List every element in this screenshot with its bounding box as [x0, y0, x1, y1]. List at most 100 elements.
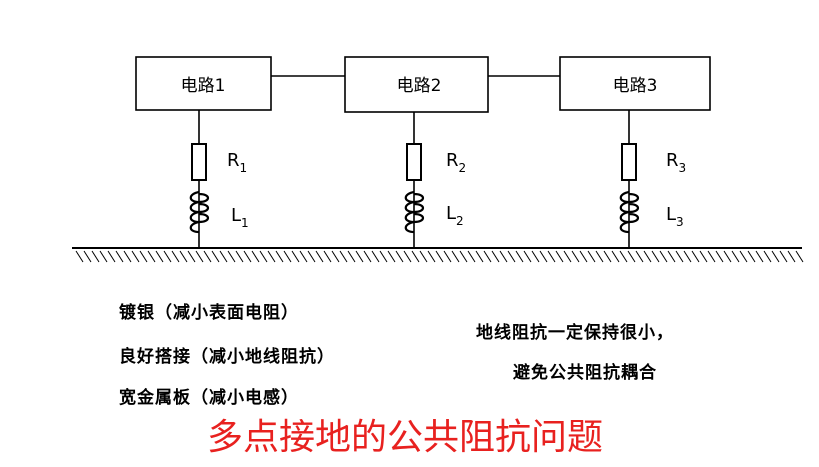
- ground-hatch-mark: [459, 250, 468, 263]
- ground-hatch-mark: [259, 250, 268, 263]
- ground-hatch-mark: [131, 250, 140, 263]
- ground-hatch-mark: [619, 250, 628, 263]
- ground-hatch-mark: [579, 250, 588, 263]
- note-silver-plating: 镀银（减小表面电阻）: [119, 303, 299, 323]
- ground-hatch-mark: [755, 250, 764, 263]
- circuit-box-1: [135, 56, 272, 111]
- circuit-label-3: 电路3: [613, 76, 658, 96]
- ground-hatch-mark: [491, 250, 500, 263]
- ground-hatch-mark: [139, 250, 148, 263]
- ground-hatch-mark: [507, 250, 516, 263]
- ground-hatch-mark: [771, 250, 780, 263]
- ground-hatch-mark: [651, 250, 660, 263]
- ground-hatch-mark: [539, 250, 548, 263]
- ground-hatch-mark: [363, 250, 372, 263]
- inductor-label-1: L1: [231, 205, 249, 230]
- ground-hatch-mark: [715, 250, 724, 263]
- ground-hatch-mark: [675, 250, 684, 263]
- ground-hatch-mark: [731, 250, 740, 263]
- ground-hatch-mark: [571, 250, 580, 263]
- ground-hatch-mark: [443, 250, 452, 263]
- ground-hatch-mark: [563, 250, 572, 263]
- ground-hatch-mark: [627, 250, 636, 263]
- ground-hatch-mark: [171, 250, 180, 263]
- ground-hatch-mark: [435, 250, 444, 263]
- ground-hatch-mark: [235, 250, 244, 263]
- ground-hatch-mark: [779, 250, 788, 263]
- ground-hatch-mark: [267, 250, 276, 263]
- resistor-label-2: R2: [446, 150, 466, 175]
- circuit-box-3: [559, 56, 711, 111]
- ground-hatch-mark: [523, 250, 532, 263]
- ground-hatch-mark: [547, 250, 556, 263]
- ground-hatch-mark: [699, 250, 708, 263]
- ground-hatch-mark: [83, 250, 92, 263]
- ground-hatch-mark: [123, 250, 132, 263]
- ground-hatch-mark: [203, 250, 212, 263]
- ground-hatch-mark: [99, 250, 108, 263]
- ground-hatch-mark: [147, 250, 156, 263]
- inductor-label-2: L2: [446, 203, 464, 228]
- ground-hatch-mark: [515, 250, 524, 263]
- ground-hatch-mark: [155, 250, 164, 263]
- note-avoid-coupling: 避免公共阻抗耦合: [513, 363, 657, 383]
- ground-hatch-mark: [707, 250, 716, 263]
- ground-hatch-mark: [179, 250, 188, 263]
- ground-hatch-mark: [251, 250, 260, 263]
- ground-hatch-mark: [243, 250, 252, 263]
- ground-hatch-mark: [603, 250, 612, 263]
- ground-hatch-mark: [195, 250, 204, 263]
- ground-hatch-mark: [339, 250, 348, 263]
- inductor-label-3: L3: [666, 204, 684, 229]
- ground-hatch-mark: [347, 250, 356, 263]
- circuit-box-2: [344, 56, 489, 113]
- ground-hatch-mark: [355, 250, 364, 263]
- ground-hatch-mark: [691, 250, 700, 263]
- ground-hatch-mark: [387, 250, 396, 263]
- ground-hatch-mark: [643, 250, 652, 263]
- ground-hatch-mark: [483, 250, 492, 263]
- circuit-branch-1: 电路1 R1 L1: [135, 56, 272, 248]
- ground-hatch-mark: [427, 250, 436, 263]
- ground-hatch-mark: [299, 250, 308, 263]
- resistor-label-3: R3: [666, 150, 686, 175]
- ground-hatch-mark: [187, 250, 196, 263]
- ground-hatch-mark: [723, 250, 732, 263]
- resistor-1: [191, 143, 207, 181]
- ground-hatch-mark: [667, 250, 676, 263]
- ground-hatch-mark: [107, 250, 116, 263]
- ground-hatch-mark: [395, 250, 404, 263]
- circuit-label-1: 电路1: [181, 76, 226, 96]
- ground-hatch-mark: [219, 250, 228, 263]
- ground-hatch-mark: [331, 250, 340, 263]
- circuit-branch-2: 电路2 R2 L2: [344, 56, 489, 248]
- ground-hatch-mark: [587, 250, 596, 263]
- ground-hatch-mark: [763, 250, 772, 263]
- ground-hatch-mark: [747, 250, 756, 263]
- ground-hatch-mark: [379, 250, 388, 263]
- ground-hatch-mark: [739, 250, 748, 263]
- circuit-label-2: 电路2: [397, 76, 442, 96]
- ground-hatch-mark: [419, 250, 428, 263]
- ground-hatch-mark: [115, 250, 124, 263]
- ground-hatch-mark: [795, 250, 804, 263]
- ground-hatch-mark: [211, 250, 220, 263]
- ground-hatch-mark: [163, 250, 172, 263]
- resistor-label-1: R1: [227, 150, 247, 175]
- ground-hatch-mark: [595, 250, 604, 263]
- ground-hatch-mark: [371, 250, 380, 263]
- ground-hatch-mark: [91, 250, 100, 263]
- ground-hatch-mark: [283, 250, 292, 263]
- ground-hatch-mark: [275, 250, 284, 263]
- resistor-3: [621, 143, 637, 181]
- ground-hatch-mark: [531, 250, 540, 263]
- note-low-ground-impedance: 地线阻抗一定保持很小，: [476, 323, 674, 343]
- inductor-1: [189, 190, 210, 234]
- ground-hatch-mark: [555, 250, 564, 263]
- ground-hatch-mark: [467, 250, 476, 263]
- inductor-2: [404, 190, 425, 234]
- ground-hatch-mark: [227, 250, 236, 263]
- ground-hatch-mark: [75, 250, 84, 263]
- ground-hatch-mark: [611, 250, 620, 263]
